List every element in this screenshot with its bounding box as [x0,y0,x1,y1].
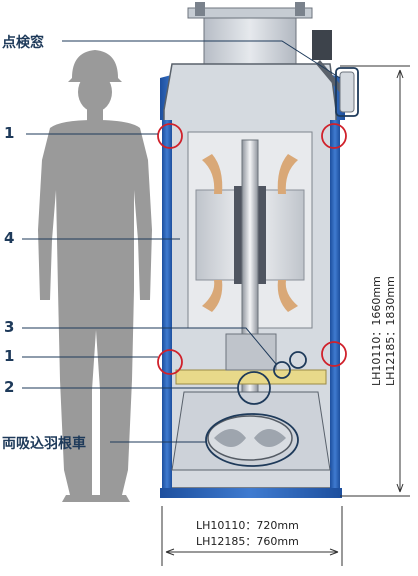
height-dimension-b: LH12185：1830mm [384,276,397,386]
callout-circles [157,123,347,375]
label-2: 2 [4,378,15,396]
label-1-top: 1 [4,124,15,142]
human-silhouette [38,50,152,502]
width-dimension-b: LH12185：760mm [196,535,299,548]
pump-body [160,2,355,498]
label-1-bottom: 1 [4,347,15,365]
dimension-lines [161,65,410,566]
callout-circle-1-bottom-left [157,349,183,375]
callout-circle-1-top-right [321,123,347,149]
callout-circle-1-top-left [157,123,183,149]
label-inspection-window: 点検窓 [2,35,44,51]
width-dimension-a: LH10110：720mm [196,519,299,532]
label-4: 4 [4,229,15,247]
inspection-window-box [335,67,359,117]
callout-circle-1-bottom-right [321,341,347,367]
leader-lines [22,40,341,443]
callout-circle-3b [289,351,307,369]
label-3: 3 [4,318,15,336]
callout-circle-3a [273,361,291,379]
callout-impeller [205,413,299,467]
label-impeller: 両吸込羽根車 [2,436,86,452]
